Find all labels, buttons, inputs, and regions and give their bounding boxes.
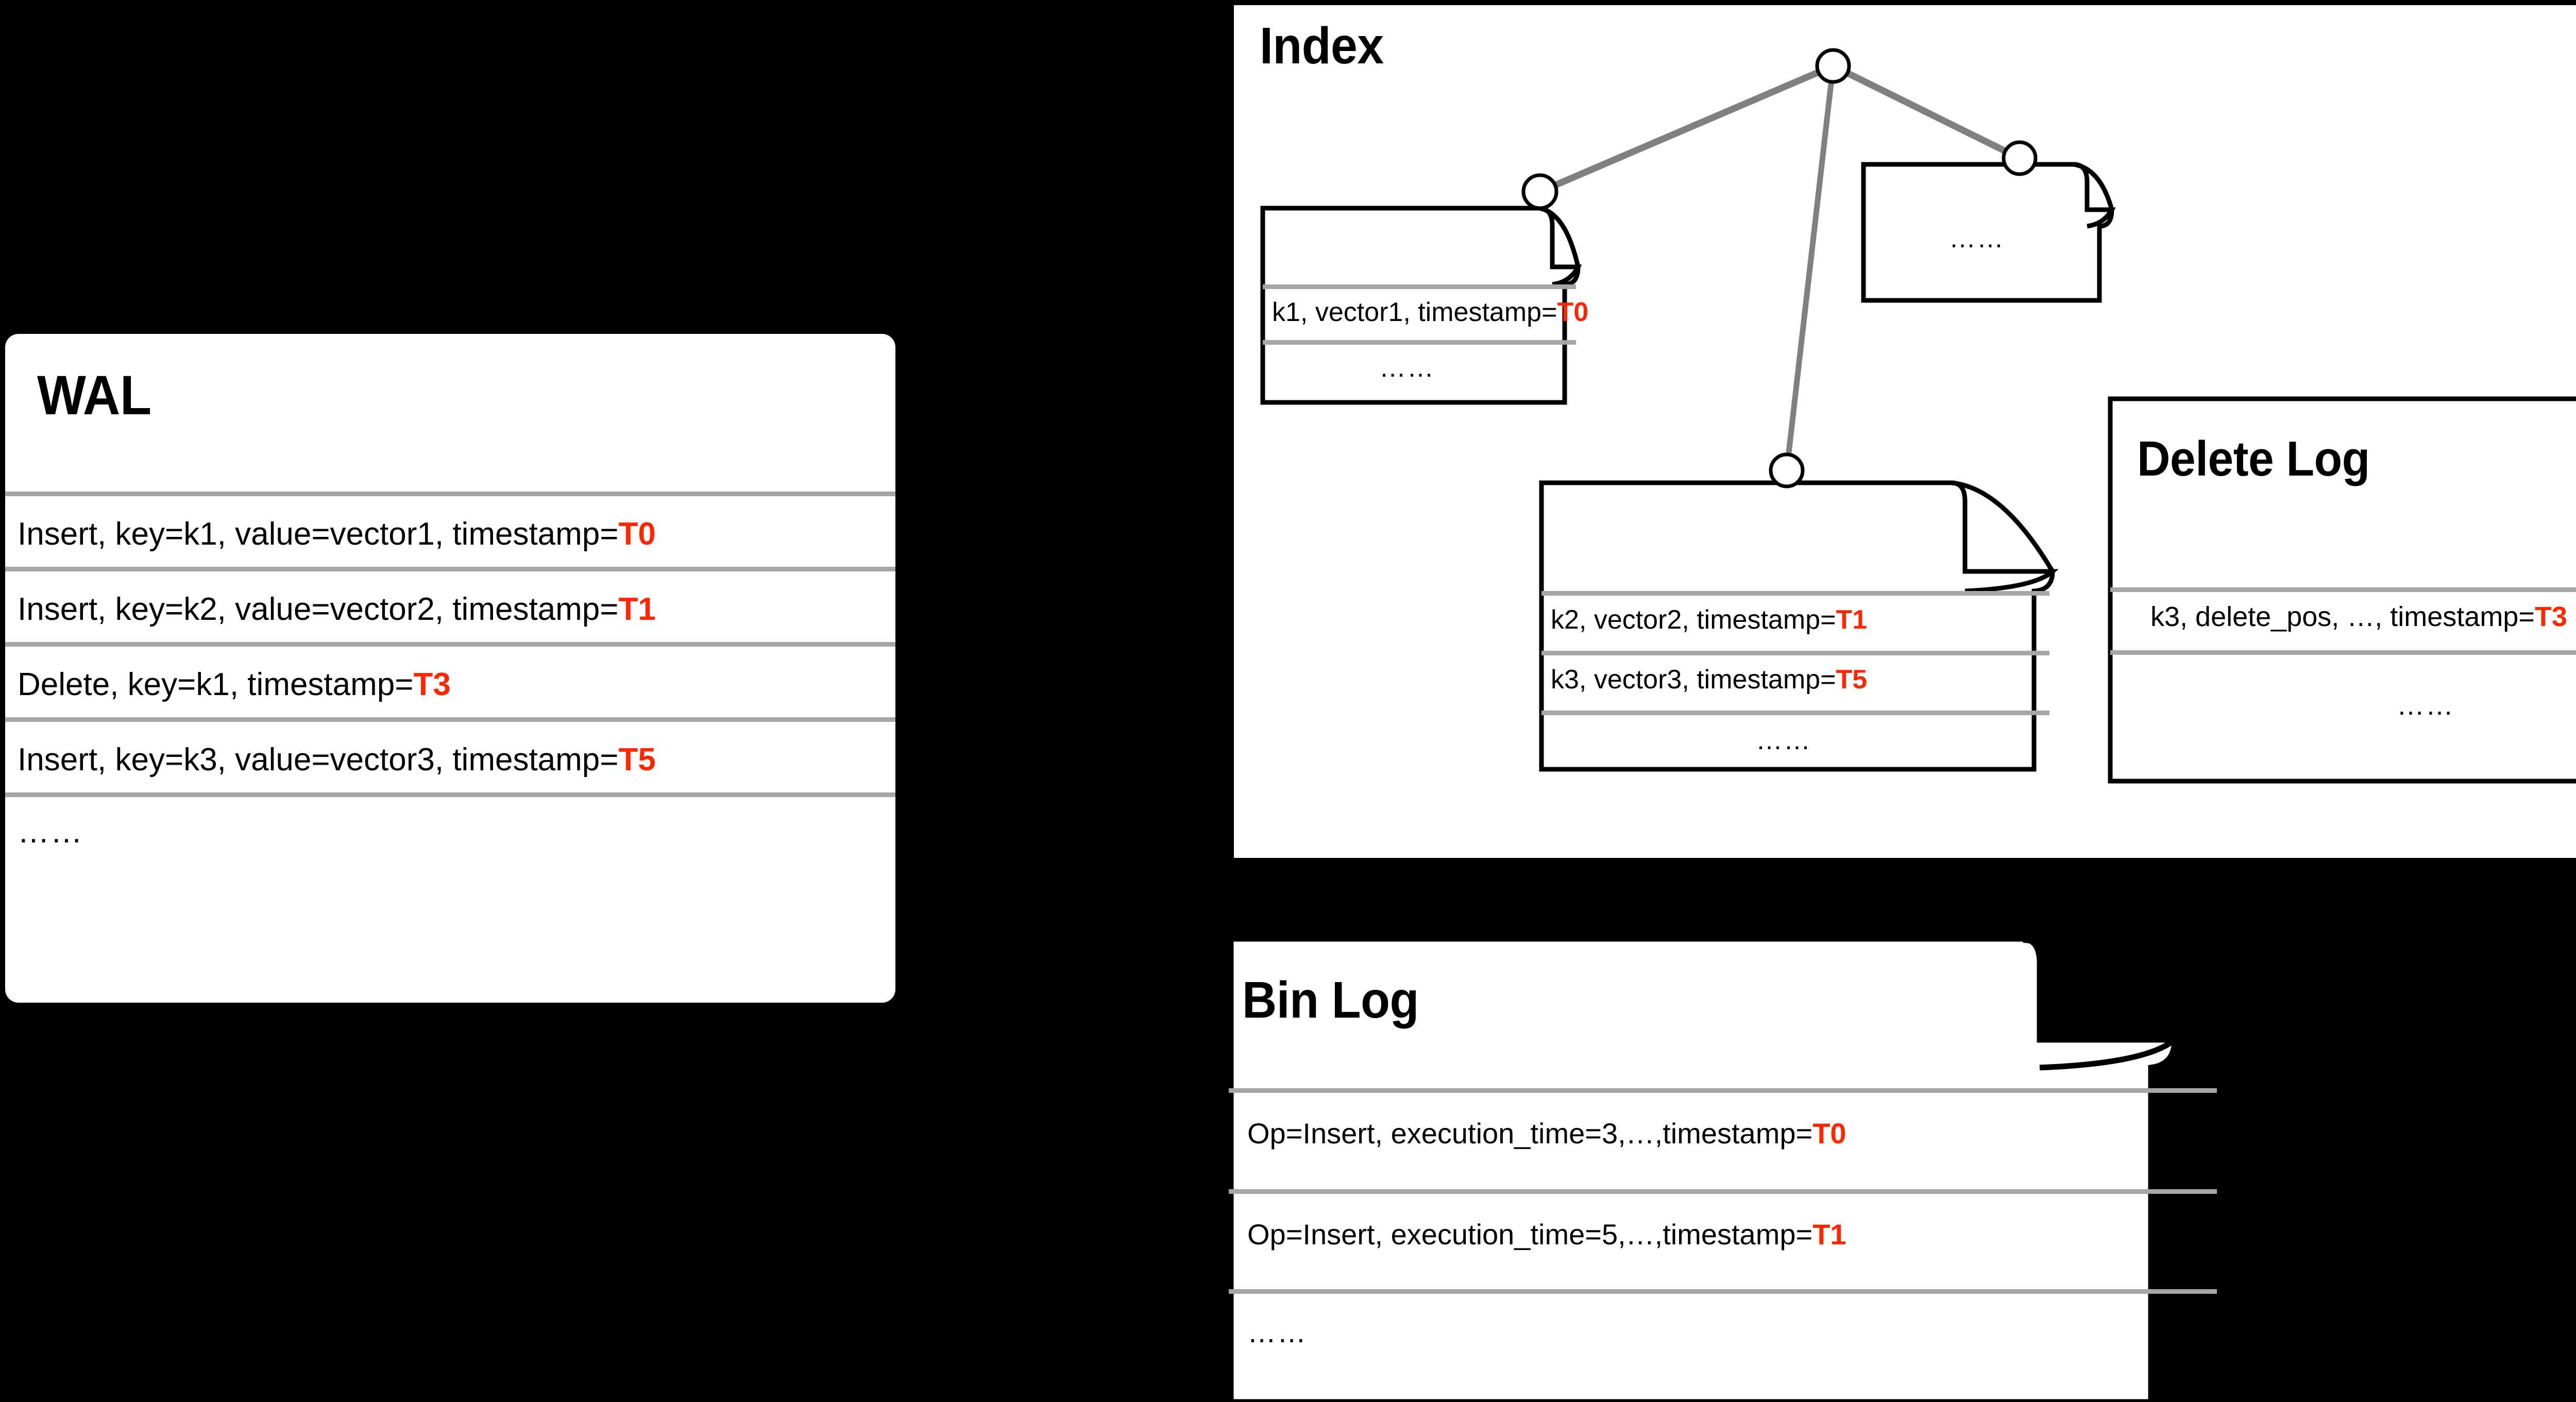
- bin-log-ellipsis: ……: [1247, 1316, 1307, 1348]
- bin-log-divider: [1229, 1289, 2217, 1294]
- wal-row-2: Delete, key=k1, timestamp=T3: [18, 669, 451, 701]
- index-leaf-k2k3-divider: [1541, 651, 2049, 655]
- wal-row-3: Insert, key=k3, value=vector3, timestamp…: [18, 744, 656, 776]
- wal-row-2-timestamp: T3: [413, 667, 451, 702]
- wal-row-3-timestamp: T5: [618, 742, 656, 778]
- wal-row-0-timestamp: T0: [618, 516, 656, 552]
- bin-log-row-0-timestamp: T0: [1812, 1117, 1846, 1150]
- index-leaf-right-ellipsis: ……: [1949, 224, 2005, 254]
- index-leaf-k2k3-row-0-text: k2, vector2, timestamp=: [1551, 605, 1836, 635]
- index-leaf-k1-divider: [1263, 340, 1576, 345]
- index-leaf-k2k3-divider: [1541, 591, 2049, 596]
- index-leaf-k2k3-ellipsis: ……: [1756, 725, 1811, 755]
- delete-log-divider: [2110, 650, 2576, 655]
- wal-row-3-text: Insert, key=k3, value=vector3, timestamp…: [18, 742, 619, 778]
- wal-divider: [5, 717, 895, 722]
- delete-log-row-0: k3, delete_pos, …, timestamp=T3: [2150, 603, 2567, 631]
- card-outline-with-fold: [1539, 480, 2059, 772]
- bin-log-divider: [1229, 1088, 2217, 1093]
- index-leaf-k1-row-0-timestamp: T0: [1557, 297, 1589, 327]
- bin-log-row-1-timestamp: T1: [1812, 1218, 1846, 1251]
- wal-row-2-text: Delete, key=k1, timestamp=: [18, 667, 414, 702]
- bin-log-divider: [1229, 1189, 2217, 1194]
- card-outline-with-fold: [1861, 162, 2116, 303]
- wal-divider: [5, 567, 895, 571]
- card-outline-with-fold: [1228, 936, 2183, 1402]
- delete-log-title: Delete Log: [2137, 431, 2370, 486]
- index-leaf-k2k3-row-0-timestamp: T1: [1836, 605, 1868, 635]
- wal-row-1-timestamp: T1: [618, 592, 656, 627]
- index-leaf-k2k3-row-1-timestamp: T5: [1836, 665, 1868, 695]
- delete-log-row-0-timestamp: T3: [2534, 601, 2567, 632]
- wal-row-1-text: Insert, key=k2, value=vector2, timestamp…: [18, 592, 619, 627]
- wal-divider: [5, 792, 895, 797]
- index-leaf-k1-row-0-text: k1, vector1, timestamp=: [1272, 297, 1557, 327]
- delete-log-card: Delete Log k3, delete_pos, …, timestamp=…: [2108, 396, 2576, 784]
- index-title: Index: [1260, 17, 1384, 75]
- delete-log-row-0-text: k3, delete_pos, …, timestamp=: [2150, 601, 2535, 632]
- wal-divider: [5, 642, 895, 647]
- index-leaf-k2k3-card: k2, vector2, timestamp=T1 k3, vector3, t…: [1539, 480, 2059, 772]
- wal-row-1: Insert, key=k2, value=vector2, timestamp…: [18, 594, 656, 626]
- index-leaf-k2k3-row-0: k2, vector2, timestamp=T1: [1551, 606, 1867, 633]
- delete-log-ellipsis: ……: [2397, 690, 2454, 721]
- bin-log-card: Bin Log Op=Insert, execution_time=3,…,ti…: [1228, 936, 2223, 1402]
- wal-row-0: Insert, key=k1, value=vector1, timestamp…: [18, 518, 656, 550]
- index-leaf-k2k3-row-1: k3, vector3, timestamp=T5: [1551, 666, 1867, 693]
- bin-log-row-0: Op=Insert, execution_time=3,…,timestamp=…: [1247, 1119, 1846, 1148]
- delete-log-divider: [2110, 587, 2576, 592]
- index-leaf-k1-card: k1, vector1, timestamp=T0 ……: [1260, 206, 1588, 405]
- index-leaf-right-card: ……: [1861, 162, 2116, 303]
- wal-divider: [5, 492, 895, 496]
- bin-log-row-1: Op=Insert, execution_time=5,…,timestamp=…: [1247, 1220, 1846, 1249]
- index-leaf-k1-row-0: k1, vector1, timestamp=T0: [1272, 299, 1588, 326]
- wal-panel: WAL Insert, key=k1, value=vector1, times…: [5, 334, 895, 1003]
- bin-log-row-1-text: Op=Insert, execution_time=5,…,timestamp=: [1247, 1218, 1813, 1251]
- wal-row-0-text: Insert, key=k1, value=vector1, timestamp…: [18, 516, 619, 552]
- wal-ellipsis: ……: [18, 814, 83, 850]
- index-leaf-k2k3-row-1-text: k3, vector3, timestamp=: [1551, 665, 1836, 695]
- bin-log-row-0-text: Op=Insert, execution_time=3,…,timestamp=: [1247, 1117, 1813, 1150]
- index-leaf-k1-divider: [1263, 284, 1576, 289]
- wal-title: WAL: [37, 364, 151, 426]
- bin-log-title: Bin Log: [1242, 971, 1419, 1029]
- index-leaf-k2k3-divider: [1541, 711, 2049, 715]
- index-leaf-k1-ellipsis: ……: [1379, 353, 1435, 383]
